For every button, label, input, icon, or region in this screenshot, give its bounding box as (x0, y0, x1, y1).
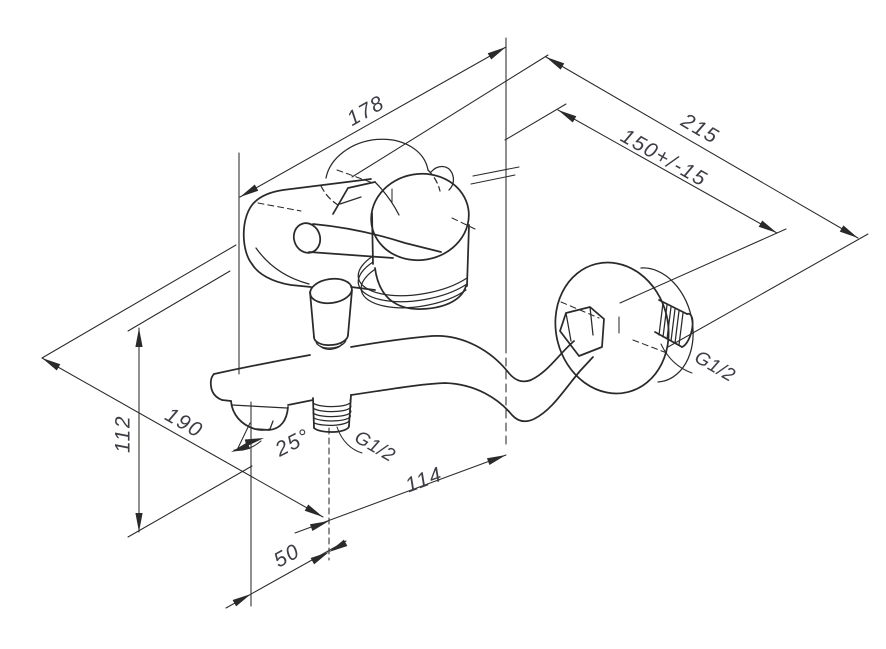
dim-line-inlet-spacing (557, 109, 778, 234)
faucet-drawing (209, 138, 694, 433)
wall-edge-line-left (41, 244, 237, 359)
dimension-lines (41, 46, 859, 609)
lever-handle (292, 181, 442, 259)
dim-label-outlet-to-wall: 114 (402, 463, 446, 498)
diverter-knob (309, 277, 353, 350)
wall-edge-line-right (351, 54, 549, 178)
left-wall-flange (320, 138, 520, 230)
deck-plate (209, 335, 594, 423)
extension-inlet-right (619, 228, 787, 304)
shower-outlet-thread (312, 394, 352, 433)
dim-label-spout-angle: 25° (271, 425, 315, 462)
extension-inlet-left-stub (504, 103, 567, 141)
dimension-arrowheads (40, 43, 860, 607)
dim-label-shower-thread: G1/2 (351, 427, 399, 467)
dimension-labels: 178 215 150+/-15 112 190 114 50 25° G1/2… (112, 91, 739, 572)
leader-lines (336, 343, 693, 454)
extension-height-bottom (127, 465, 253, 538)
extension-lines (41, 37, 869, 607)
dim-label-inlet-thread: G1/2 (691, 347, 739, 387)
angle-arc (233, 440, 262, 451)
extension-depth-right (667, 233, 869, 348)
dim-line-width (239, 46, 507, 198)
dim-line-spout-reach (41, 357, 324, 518)
inlet-thread-nipple (654, 299, 694, 348)
cartridge-cylinder (357, 172, 470, 310)
dim-label-total-depth: 215 (676, 109, 723, 149)
dim-label-body-height: 112 (112, 415, 135, 453)
leader-inlet-thread (660, 343, 693, 374)
dim-line-total-depth (545, 56, 859, 239)
spout-block (230, 400, 289, 431)
mixer-body (242, 178, 376, 291)
dim-line-outlet-to-wall (294, 454, 507, 534)
dim-label-width: 178 (343, 91, 389, 130)
wall-elbow-nut (559, 306, 605, 357)
dim-label-spout-reach: 190 (161, 403, 207, 442)
right-wall-flange (554, 261, 694, 395)
extension-height-top (127, 270, 231, 332)
leader-shower-thread (336, 426, 363, 454)
